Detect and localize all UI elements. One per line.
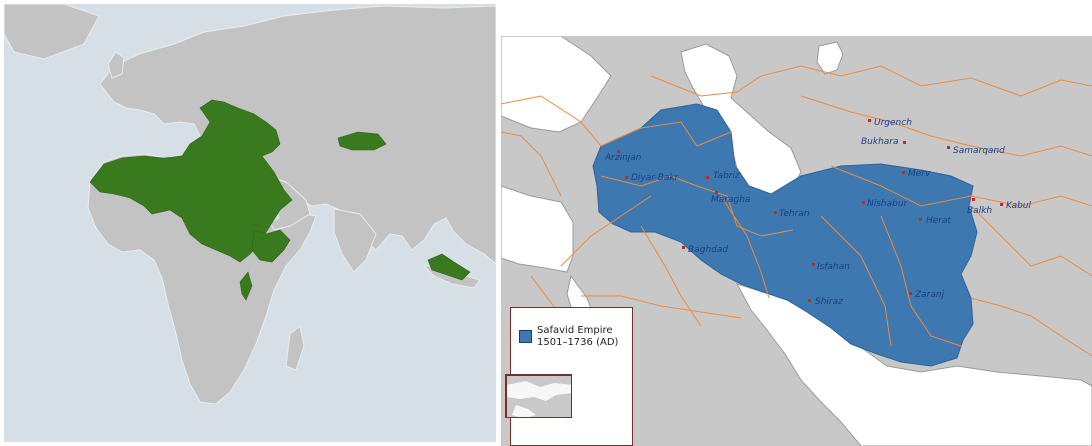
- svg-text:Balkh: Balkh: [967, 206, 992, 216]
- city-shiraz[interactable]: Shiraz: [808, 297, 843, 307]
- svg-text:Nishabur: Nishabur: [867, 199, 909, 209]
- svg-text:Diyar-Bakr: Diyar-Bakr: [631, 173, 680, 183]
- svg-text:Urgench: Urgench: [874, 118, 912, 128]
- svg-text:Kabul: Kabul: [1006, 201, 1032, 211]
- svg-text:Maragha: Maragha: [711, 195, 750, 205]
- city-tabriz[interactable]: Tabriz: [706, 171, 740, 181]
- city-isfahan[interactable]: Isfahan: [812, 262, 850, 272]
- locator-inset-svg: [506, 375, 571, 417]
- city-diyar-bakr[interactable]: Diyar-Bakr: [625, 173, 680, 183]
- left-map-svg: [4, 4, 496, 442]
- city-baghdad[interactable]: Baghdad: [682, 245, 728, 255]
- svg-text:Arzinjan: Arzinjan: [604, 153, 642, 163]
- svg-text:Bukhara: Bukhara: [861, 137, 899, 147]
- black-sea: [501, 36, 612, 133]
- city-herat[interactable]: Herat: [919, 216, 952, 226]
- right-map-panel: Arzinjan Diyar-Bakr Tabriz Maragha Tehra…: [501, 36, 1092, 446]
- city-bukhara[interactable]: Bukhara: [861, 137, 906, 147]
- svg-text:Isfahan: Isfahan: [817, 262, 850, 272]
- svg-text:Zaranj: Zaranj: [914, 290, 945, 300]
- city-arzinjan[interactable]: Arzinjan: [604, 150, 642, 163]
- map-legend: Safavid Empire 1501–1736 (AD): [505, 307, 633, 446]
- svg-text:Tabriz: Tabriz: [713, 171, 740, 181]
- city-layer: Arzinjan Diyar-Bakr Tabriz Maragha Tehra…: [604, 118, 1032, 307]
- empire-extent: [592, 103, 978, 367]
- aral-sea: [816, 41, 844, 75]
- right-map-svg: Arzinjan Diyar-Bakr Tabriz Maragha Tehra…: [501, 36, 1092, 446]
- locator-inset-map: [505, 374, 572, 418]
- mediterranean-sea: [501, 185, 574, 273]
- empire-extent: [89, 99, 471, 301]
- svg-text:Tehran: Tehran: [779, 209, 810, 219]
- svg-text:Shiraz: Shiraz: [815, 297, 843, 307]
- svg-text:Samarqand: Samarqand: [953, 146, 1005, 156]
- madagascar-land: [285, 325, 305, 371]
- svg-text:Merv: Merv: [908, 169, 931, 179]
- city-balkh[interactable]: Balkh: [967, 198, 992, 216]
- city-zaranj[interactable]: Zaranj: [909, 290, 945, 300]
- legend-swatch: [519, 330, 532, 343]
- city-merv[interactable]: Merv: [902, 169, 931, 179]
- legend-label: Safavid Empire 1501–1736 (AD): [537, 325, 618, 349]
- left-map-panel: [4, 4, 496, 442]
- city-nishabur[interactable]: Nishabur: [862, 199, 909, 209]
- city-tehran[interactable]: Tehran: [774, 209, 810, 219]
- legend-label-line2: 1501–1736 (AD): [537, 337, 619, 348]
- greenland-land: [4, 4, 100, 60]
- uk-land: [107, 51, 125, 79]
- city-kabul[interactable]: Kabul: [1000, 201, 1032, 211]
- india-land: [333, 208, 377, 273]
- legend-label-line1: Safavid Empire: [537, 325, 613, 336]
- svg-text:Baghdad: Baghdad: [688, 245, 728, 255]
- svg-text:Herat: Herat: [926, 216, 952, 226]
- city-urgench[interactable]: Urgench: [868, 118, 912, 128]
- city-samarqand[interactable]: Samarqand: [947, 146, 1005, 156]
- city-maragha[interactable]: Maragha: [711, 191, 750, 205]
